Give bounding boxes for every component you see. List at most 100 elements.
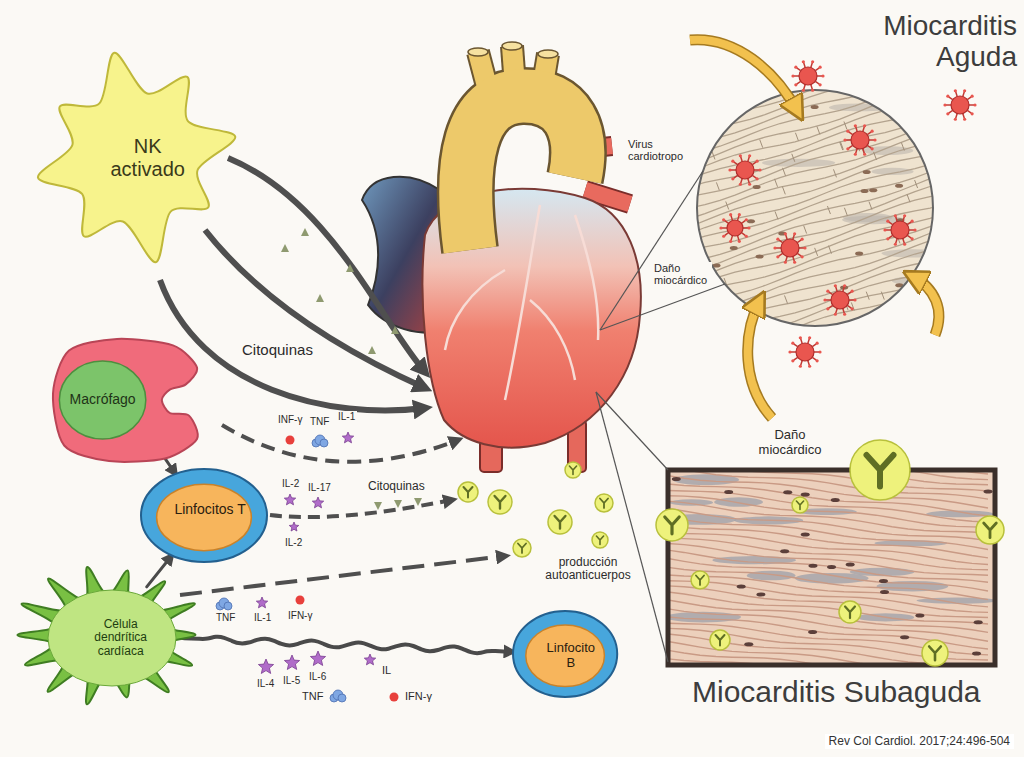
cell-nucleus [897,106,905,110]
virus-spike [867,132,871,135]
cytokine-label: IL-2 [283,537,304,548]
vessel-opening [502,42,522,50]
virus-spike [811,60,814,63]
virus-spike [784,261,787,264]
cell-core [48,590,176,686]
muscle-fiber [690,151,945,227]
cell-nucleus [863,170,871,174]
virus-spike [797,240,801,243]
cytokine-label: IFN-γ [286,610,314,621]
virus-spike [801,339,803,344]
coronary [445,270,505,350]
muscle-fiber [668,508,988,540]
antibody [513,539,531,557]
virus-spike [722,235,725,238]
virus-spike [849,299,854,301]
cell-nucleus [737,584,746,588]
virus-spike [756,177,759,180]
entry-arrow [912,276,939,335]
cell-nucleus [974,620,983,624]
virus-spike [849,132,853,135]
muscle-fiber [690,140,945,218]
virus [791,60,824,92]
virus-spike [724,233,728,236]
cell-border [901,143,904,151]
antibody-shape [696,576,704,585]
cell-border [908,101,911,109]
cytokine-triangle [374,502,382,510]
cell-border [785,295,788,303]
virus-spike [752,175,756,178]
subacute-tissue [661,442,999,715]
virus-spike [854,153,857,156]
cell-nucleus [526,625,605,687]
virus-spike [836,287,838,292]
panel-heading: Miocarditis Aguda [840,10,1019,73]
virus-spike [731,236,733,241]
virus-spike [871,147,874,150]
vessel-opening [538,50,558,58]
cell-border [840,142,843,150]
virus-body [831,291,849,309]
antibody [595,494,613,512]
cytokine-label: IL [380,664,393,676]
virus-spike [776,247,781,249]
virus-spike [791,351,796,353]
cytokine-label: IL-5 [281,675,302,686]
virus-spike [748,154,751,157]
cell-nucleus [778,232,786,236]
cell-nucleus [724,490,733,494]
virus-spike [816,342,819,345]
cytokine-label: IL-1 [336,411,357,422]
tnf-cloud [338,694,346,702]
virus-spike [741,179,743,184]
virus-spike [851,307,854,310]
interleukin-star [258,659,273,673]
virus-spike [794,357,798,360]
interferon-dot [286,436,295,445]
virus-spike [894,243,897,246]
virus-body [891,221,909,239]
muscle-fiber [690,268,945,343]
cytokine-triangle [301,228,309,236]
virus-body [951,96,969,114]
virus-spike [903,214,906,217]
cell-nucleus [756,254,764,258]
interleukin-star [284,655,299,669]
cell-nucleus [984,490,993,494]
virus-spike [793,261,796,264]
virus-spike [791,342,794,345]
cell-nucleus [855,252,863,256]
virus-spike [738,213,741,216]
antibody-shape [518,544,526,553]
virus-spike [854,124,857,127]
antibody [710,630,730,650]
virus-spike [911,220,914,223]
interferon-dot [390,693,399,702]
antibody-shape [600,499,608,508]
cell-border [775,211,778,219]
virus-spike [776,238,779,241]
virus-spike [745,235,748,238]
zoom-line [600,171,703,330]
cell-name: Macrófago [70,392,136,408]
cytokine-triangle [414,498,422,506]
antibody-halo [548,510,572,534]
antibody-halo [691,571,709,589]
virus [728,154,761,186]
coronary [575,215,598,340]
antibody [850,440,910,500]
cell-body [38,53,235,263]
cell-nucleus [879,579,888,583]
virus-spike [758,168,761,171]
virus-spike [971,95,974,98]
cell-border [712,151,715,159]
virus-spike [909,229,914,231]
virus-spike [794,344,798,347]
t-lymphocyte: Linfocitos T [140,468,268,563]
virus-spike [954,89,957,92]
cell-nucleus [861,189,869,193]
cell-name: Célula dendrítica cardíaca [86,618,156,658]
virus-spike [973,103,976,106]
cytokine-label: Citoquinas [366,480,427,493]
